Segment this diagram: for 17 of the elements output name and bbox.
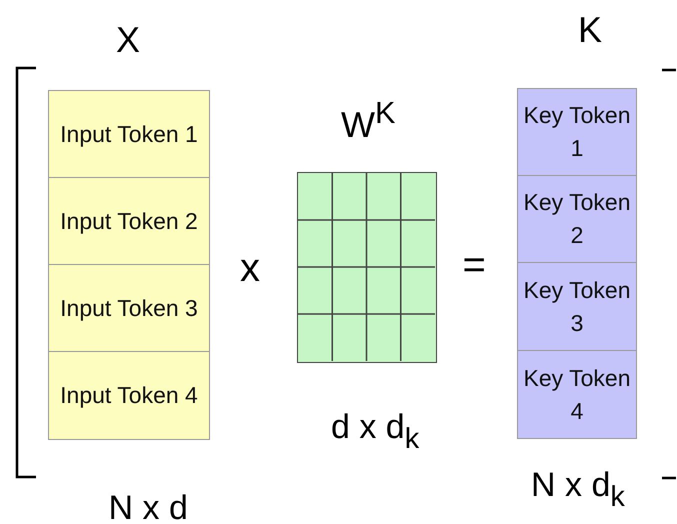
weight-matrix-grid [297, 172, 437, 363]
dimension-label: d x d$_{k}$ [331, 410, 420, 454]
operator: x [240, 248, 260, 288]
token-cell: Key Token 2 [517, 175, 637, 263]
operator: = [462, 245, 486, 285]
token-cell: Key Token 3 [517, 262, 637, 351]
dimension-label: N x d [108, 491, 188, 524]
matrix-name: W$^{K}$ [341, 98, 396, 142]
token-cell: Input Token 2 [48, 177, 210, 265]
dimension-label: N x d$_{k}$ [531, 468, 625, 512]
token-cell: Key Token 4 [517, 350, 637, 439]
matrix-name: K [578, 12, 602, 48]
token-cell: Input Token 4 [48, 351, 210, 440]
matrix-name: X [116, 22, 140, 58]
token-cell: Input Token 3 [48, 264, 210, 352]
token-cell: Input Token 1 [48, 90, 210, 178]
token-cell: Key Token 1 [517, 88, 637, 176]
